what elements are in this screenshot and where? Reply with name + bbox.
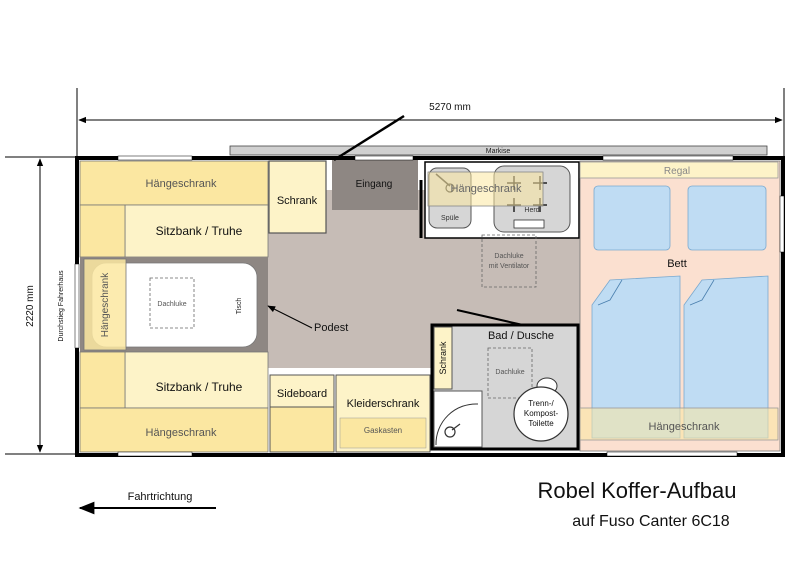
gas-box-label: Gaskasten [364,426,402,435]
washbasin-curve [435,403,479,446]
wall-cabinet-left [83,258,127,351]
roof-hatch-table-label: Dachluke [157,301,186,308]
mattress-left-fold [597,279,623,306]
washbasin-tap-spout [451,423,461,431]
gas-box [339,417,427,449]
awning [229,145,768,156]
cupboard-label: Schrank [277,195,318,207]
entrance-area [332,160,418,210]
bench-bottom [124,351,269,409]
roof-hatch-vent-label-2: mit Ventilator [489,263,530,270]
toilet-label-2: Kompost- [524,409,559,418]
roof-hatch-vent [481,234,537,288]
wardrobe-label: Kleiderschrank [347,398,420,410]
table-label: Tisch [236,298,243,315]
wall-cabinet-left-label: Hängeschrank [100,272,111,337]
toilet-label-3: Toilette [528,419,554,428]
dimension-width: 2220 mm Durchstieg Fahrerhaus [5,156,78,455]
sideboard-top [269,374,335,408]
entrance-label: Eingang [356,179,393,190]
bench-top-label: Sitzbank / Truhe [156,224,243,238]
bench-top-side [79,204,126,258]
roof-hatch-vent-label-1: Dachluke [494,253,523,260]
awning-label: Markise [486,148,511,155]
wall-cabinet-top-label: Hängeschrank [146,178,217,190]
length-label: 5270 mm [429,102,471,113]
wall-cabinet-kitchen [427,171,544,207]
direction-label: Fahrtrichtung [128,491,193,503]
bench-top [124,204,269,258]
wall-cabinet-bed [579,407,779,441]
bed-label: Bett [667,258,687,270]
wall-cabinet-top [79,160,269,206]
pillow-right [687,185,767,251]
toilet [513,386,569,442]
mattress-right-fold [689,279,715,306]
podium-arrow [267,305,313,329]
roof-hatch-bath-label: Dachluke [495,369,524,376]
bench-bottom-label: Sitzbank / Truhe [156,380,243,394]
bench-bottom-side [79,351,126,409]
washbasin [433,390,483,448]
awning-arm [333,114,405,162]
sideboard-label: Sideboard [277,388,327,400]
roof-hatch-table [149,277,195,329]
windows [74,155,785,457]
podium-label: Podest [314,322,348,334]
stove-controls [513,219,545,229]
wall-cabinet-bed-label: Hängeschrank [649,421,720,433]
wall-cabinet-kitchen-label: Hängeschrank [451,183,522,195]
width-label: 2220 mm [25,285,36,327]
bathroom-label: Bad / Dusche [488,330,554,342]
shelf [579,161,779,179]
bathroom-door [456,309,524,326]
roof-hatch-bath [487,347,533,399]
side-label: Durchstieg Fahrerhaus [58,270,65,342]
pillow-left [593,185,671,251]
cupboard [268,160,327,234]
shelf-label: Regal [664,166,690,177]
diagram-title: Robel Koffer-Aufbau [538,478,737,503]
toilet-label-1: Trenn-/ [528,399,554,408]
dimension-length: 5270 mm [76,88,785,160]
diagram-subtitle: auf Fuso Canter 6C18 [572,513,730,530]
wall-cabinet-bottom-label: Hängeschrank [146,427,217,439]
bath-cupboard [433,326,453,390]
sink-label: Spüle [441,215,459,222]
bath-cupboard-label: Schrank [438,341,448,375]
stove-label: Herd [524,207,539,214]
